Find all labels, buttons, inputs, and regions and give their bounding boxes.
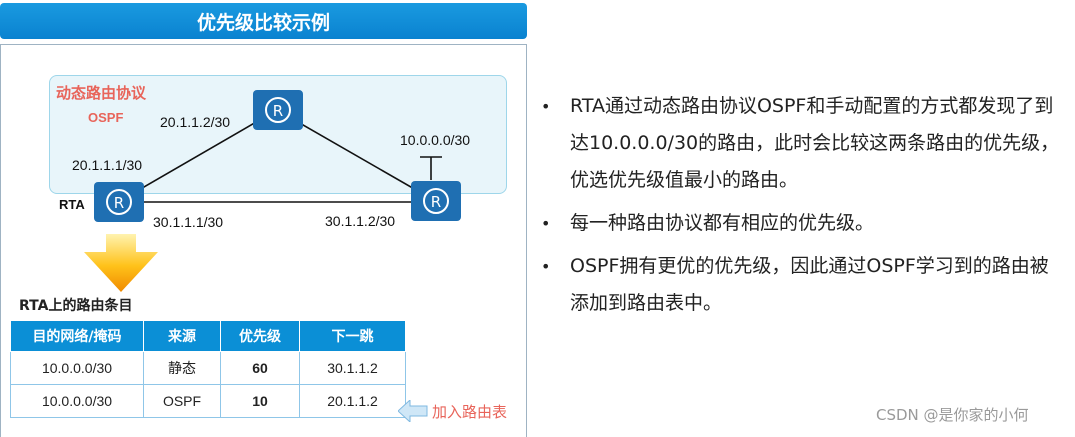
route-table-title: RTA上的路由条目 — [19, 298, 133, 314]
router-top-ip: 20.1.1.2/30 — [160, 114, 231, 130]
router-icon: R — [94, 182, 144, 222]
router-icon: R — [253, 90, 303, 130]
cell-source: 静态 — [143, 351, 221, 385]
bullet-text: RTA通过动态路由协议OSPF和手动配置的方式都发现了到达10.0.0.0/30… — [570, 95, 1060, 191]
bullet-symbol: • — [541, 257, 551, 276]
list-item: • 每一种路由协议都有相应的优先级。 — [538, 205, 1063, 242]
header-source: 来源 — [143, 320, 221, 352]
added-to-table-label: 加入路由表 — [432, 403, 508, 421]
router-icon: R — [411, 181, 461, 221]
yellow-down-arrow-icon — [84, 234, 158, 292]
rta-bottom-ip: 30.1.1.1/30 — [153, 214, 224, 230]
bullet-text: OSPF拥有更优的优先级，因此通过OSPF学习到的路由被添加到路由表中。 — [570, 255, 1049, 314]
domain-protocol: OSPF — [88, 110, 124, 125]
cell-next-hop: 20.1.1.2 — [299, 384, 406, 418]
bullet-symbol: • — [541, 214, 551, 233]
table-row: 10.0.0.0/30 OSPF 10 20.1.1.2 — [10, 384, 406, 418]
diagram-panel — [0, 44, 527, 437]
rta-label: RTA — [59, 197, 85, 212]
cell-destination: 10.0.0.0/30 — [10, 351, 144, 385]
bullet-text: 每一种路由协议都有相应的优先级。 — [570, 212, 875, 234]
dest-network-label: 10.0.0.0/30 — [400, 132, 471, 148]
topology-links — [117, 109, 442, 203]
explanation-list: • RTA通过动态路由协议OSPF和手动配置的方式都发现了到达10.0.0.0/… — [538, 88, 1063, 328]
table-row: 10.0.0.0/30 静态 60 30.1.1.2 — [10, 351, 406, 385]
svg-text:R: R — [114, 194, 124, 212]
slide-title: 优先级比较示例 — [0, 3, 527, 39]
table-header-row: 目的网络/掩码 来源 优先级 下一跳 — [10, 320, 406, 352]
svg-text:R: R — [273, 102, 283, 120]
watermark: CSDN @是你家的小何 — [876, 406, 1029, 424]
list-item: • OSPF拥有更优的优先级，因此通过OSPF学习到的路由被添加到路由表中。 — [538, 248, 1063, 322]
svg-text:R: R — [431, 193, 441, 211]
rta-top-ip: 20.1.1.1/30 — [72, 157, 143, 173]
right-bottom-ip: 30.1.1.2/30 — [325, 213, 396, 229]
blue-left-arrow-icon — [398, 400, 428, 422]
header-priority: 优先级 — [220, 320, 300, 352]
domain-title: 动态路由协议 — [56, 84, 147, 102]
link-rta-top — [117, 109, 278, 203]
route-table: 目的网络/掩码 来源 优先级 下一跳 10.0.0.0/30 静态 60 30.… — [10, 320, 406, 418]
bullet-symbol: • — [541, 97, 551, 116]
cell-priority: 10 — [220, 384, 300, 418]
cell-priority: 60 — [220, 351, 300, 385]
link-top-right — [276, 109, 438, 203]
header-next-hop: 下一跳 — [299, 320, 406, 352]
cell-source: OSPF — [143, 384, 221, 418]
header-destination: 目的网络/掩码 — [10, 320, 144, 352]
cell-next-hop: 30.1.1.2 — [299, 351, 406, 385]
list-item: • RTA通过动态路由协议OSPF和手动配置的方式都发现了到达10.0.0.0/… — [538, 88, 1063, 199]
cell-destination: 10.0.0.0/30 — [10, 384, 144, 418]
